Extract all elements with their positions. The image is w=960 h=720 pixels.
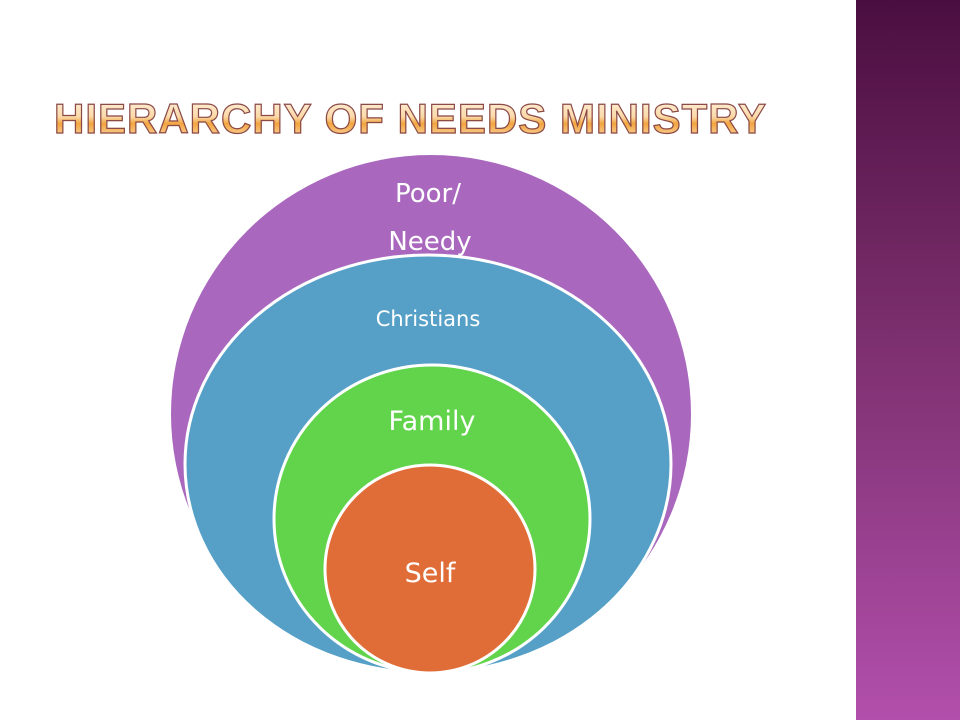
label-family: Family [389,406,476,437]
slide-title: HIERARCHY OF NEEDS MINISTRY [53,95,814,143]
label-needy: Needy [388,227,471,257]
nested-circles-diagram: Poor/ Needy Christians Family Self [171,155,691,675]
decorative-side-panel [856,0,960,720]
ring-self [323,463,537,675]
label-poor: Poor/ [395,179,461,209]
label-self: Self [405,558,457,589]
label-christians: Christians [376,307,481,331]
